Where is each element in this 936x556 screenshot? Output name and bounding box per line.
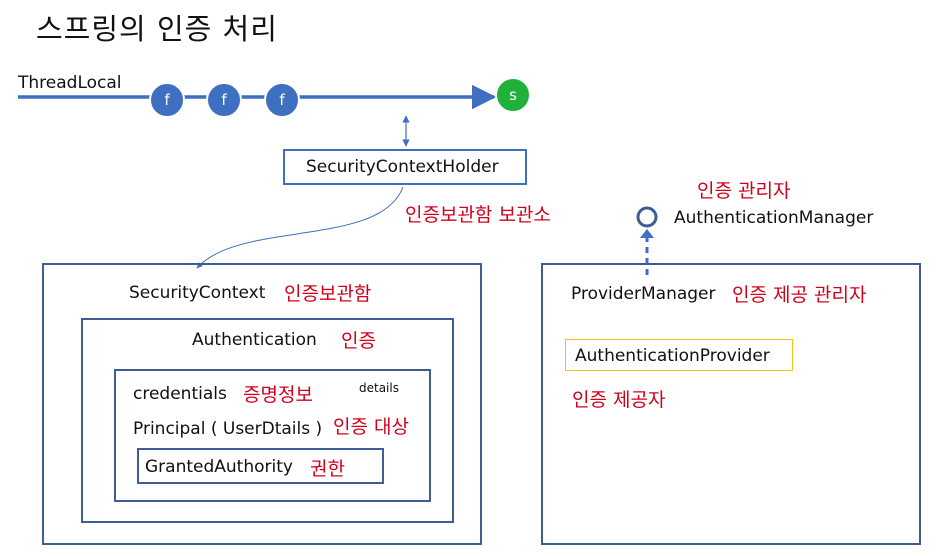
authentication-label: Authentication xyxy=(192,330,317,350)
holder-note: 인증보관함 보관소 xyxy=(405,204,551,226)
provider-manager-label: ProviderManager xyxy=(571,284,716,304)
authentication-provider-box xyxy=(565,339,793,371)
threadlocal-label: ThreadLocal xyxy=(18,73,122,93)
provider-manager-note: 인증 제공 관리자 xyxy=(732,284,867,306)
interface-circle-icon xyxy=(636,206,658,228)
principal-label: Principal ( UserDtails ) xyxy=(133,419,323,439)
holder-to-context-curve xyxy=(196,186,404,269)
security-context-holder-box xyxy=(283,149,527,185)
details-label: details xyxy=(359,381,399,395)
page-title: 스프링의 인증 처리 xyxy=(36,12,278,46)
filter-node-2: f xyxy=(206,82,242,118)
manager-arrowhead-icon xyxy=(640,229,654,238)
security-context-holder-label: SecurityContextHolder xyxy=(306,157,499,177)
authentication-provider-note: 인증 제공자 xyxy=(572,389,666,411)
provider-manager-box xyxy=(541,263,921,545)
principal-note: 인증 대상 xyxy=(333,416,409,438)
security-context-label: SecurityContext xyxy=(129,283,266,303)
security-context-note: 인증보관함 xyxy=(284,283,372,305)
granted-authority-label: GrantedAuthority xyxy=(145,457,293,477)
manager-note: 인증 관리자 xyxy=(697,180,791,202)
security-context-box xyxy=(42,263,482,545)
credentials-note: 증명정보 xyxy=(243,384,313,406)
granted-authority-box xyxy=(137,448,384,484)
granted-authority-note: 권한 xyxy=(310,458,345,480)
authentication-box xyxy=(81,318,454,523)
success-node: s xyxy=(495,77,531,113)
authentication-details-box xyxy=(114,369,431,502)
credentials-label: credentials xyxy=(133,384,227,404)
authentication-note: 인증 xyxy=(341,330,376,352)
filter-node-1: f xyxy=(149,82,185,118)
filter-node-3: f xyxy=(264,82,300,118)
authentication-provider-label: AuthenticationProvider xyxy=(575,346,770,366)
authentication-manager-label: AuthenticationManager xyxy=(674,208,874,228)
